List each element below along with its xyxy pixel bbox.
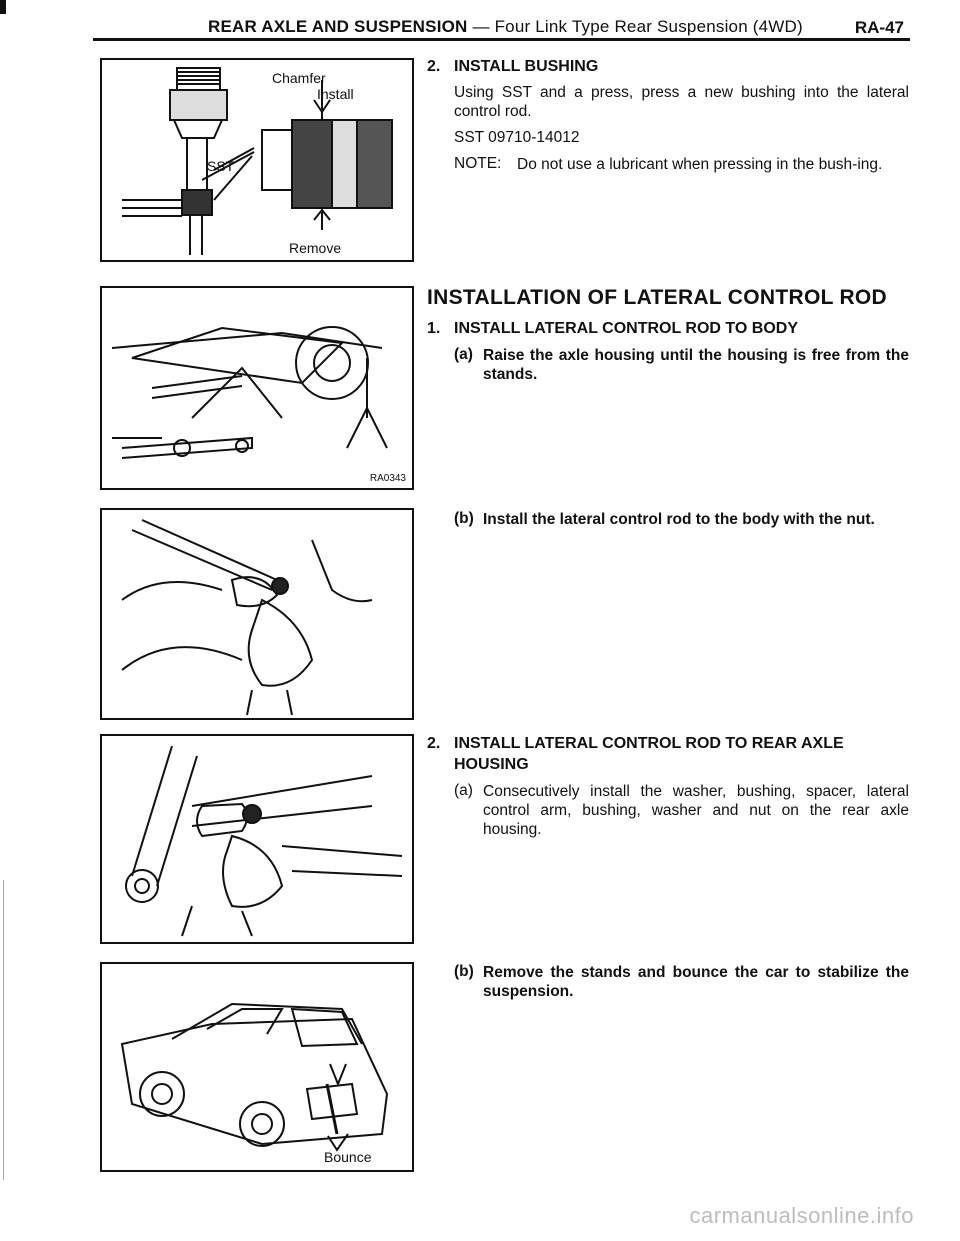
figure-bushing-press: Chamfer Install SST Remove xyxy=(100,58,414,262)
scan-edge-line xyxy=(3,880,4,1180)
substep-text: Remove the stands and bounce the car to … xyxy=(483,964,909,1000)
substep-label: (b) xyxy=(454,510,474,527)
instruction-column: 2. INSTALL BUSHING Using SST and a press… xyxy=(427,56,912,1176)
step-number: 2. xyxy=(427,735,441,752)
step-title: INSTALL LATERAL CONTROL ROD TO BODY xyxy=(454,320,798,337)
sst-number: SST 09710-14012 xyxy=(454,129,580,146)
figure-code: RA0343 xyxy=(369,473,406,484)
figure-rod-to-body xyxy=(100,508,414,720)
step-title-line2: HOUSING xyxy=(454,756,529,773)
rod-to-axle-illustration xyxy=(125,745,403,937)
figure-bounce-car: Bounce xyxy=(100,962,414,1172)
bounce-car-illustration xyxy=(120,1002,389,1152)
section-subtitle: — Four Link Type Rear Suspension (4WD) xyxy=(472,17,803,36)
step-number: 1. xyxy=(427,320,441,337)
page-number: RA-47 xyxy=(854,18,904,37)
scan-corner-mark xyxy=(0,0,6,14)
figure-rod-to-axle xyxy=(100,734,414,944)
substep-text: Consecutively install the washer, bushin… xyxy=(483,783,909,838)
label-remove: Remove xyxy=(289,240,342,256)
header-rule xyxy=(93,38,910,41)
section-heading: INSTALLATION OF LATERAL CONTROL ROD xyxy=(427,286,888,309)
section-title: REAR AXLE AND SUSPENSION — Four Link Typ… xyxy=(208,17,803,37)
page-header: REAR AXLE AND SUSPENSION — Four Link Typ… xyxy=(150,14,910,40)
label-bounce: Bounce xyxy=(324,1149,372,1165)
label-chamfer: Chamfer xyxy=(272,70,326,86)
label-sst: SST xyxy=(207,158,235,174)
note-text: Do not use a lubricant when pressing in … xyxy=(517,156,883,173)
substep-text: Raise the axle housing until the housing… xyxy=(483,347,909,383)
label-install: Install xyxy=(317,86,354,102)
figure-jack-axle: RA0343 xyxy=(100,286,414,490)
bushing-press-illustration xyxy=(122,67,393,255)
rod-to-body-illustration xyxy=(121,519,373,716)
jack-axle-illustration xyxy=(111,326,388,459)
substep-text: Install the lateral control rod to the b… xyxy=(483,511,875,528)
section-name: REAR AXLE AND SUSPENSION xyxy=(208,17,468,36)
step-text: Using SST and a press, press a new bushi… xyxy=(454,84,909,120)
step-number: 2. xyxy=(427,58,441,75)
substep-label: (a) xyxy=(454,782,473,799)
step-title-line1: INSTALL LATERAL CONTROL ROD TO REAR AXLE xyxy=(454,735,844,752)
note-label: NOTE: xyxy=(454,155,502,172)
substep-label: (b) xyxy=(454,963,474,980)
substep-label: (a) xyxy=(454,346,473,363)
watermark: carmanualsonline.info xyxy=(689,1203,914,1228)
step-title: INSTALL BUSHING xyxy=(454,58,599,75)
